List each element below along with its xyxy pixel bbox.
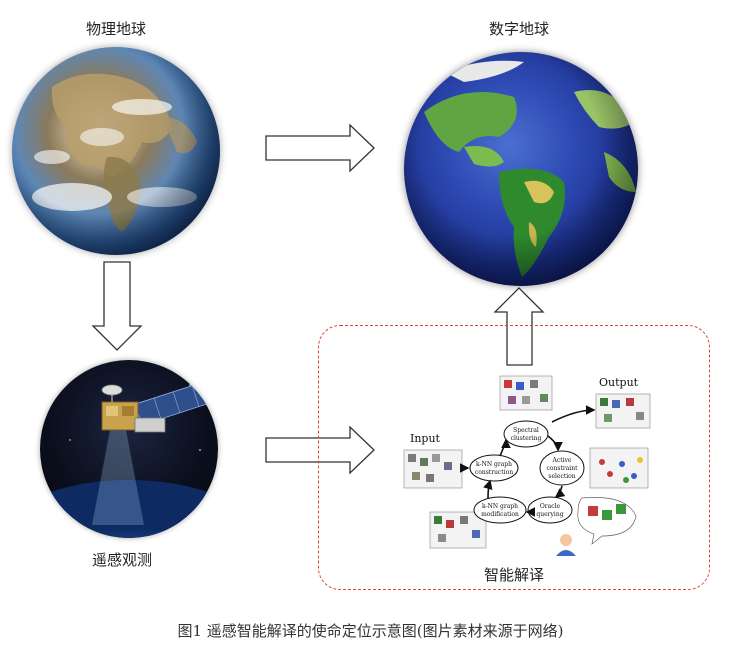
output-image-panel — [595, 393, 651, 429]
figure-caption: 图1 遥感智能解译的使命定位示意图(图片素材来源于网络) — [177, 622, 564, 640]
oracle-query-bubble — [556, 497, 637, 556]
top-image-panel — [499, 375, 553, 411]
label-intelligent-interpretation: 智能解译 — [484, 566, 545, 584]
label-digital-earth: 数字地球 — [489, 20, 550, 38]
node-knn-modification-line1: k-NN graph — [482, 503, 518, 510]
node-oracle-querying-line2: querying — [536, 511, 563, 518]
node-spectral-clustering-line2: clustering — [511, 435, 542, 442]
label-remote-sensing: 遥感观测 — [92, 551, 153, 569]
earth-clouds-art — [12, 47, 220, 255]
digital-earth-art — [404, 52, 638, 286]
intelligent-interpretation-frame — [318, 325, 710, 590]
node-active-selection-line1: Active — [552, 457, 572, 464]
bottom-left-image-panel — [429, 511, 487, 549]
workflow-output-label: Output — [599, 376, 639, 389]
physical-earth-image — [12, 47, 220, 255]
label-physical-earth: 物理地球 — [86, 20, 147, 38]
node-active-selection-line3: selection — [548, 473, 575, 480]
node-knn-construction-line2: construction — [475, 469, 513, 476]
workflow-input-label: Input — [410, 432, 441, 445]
digital-earth-image — [404, 52, 638, 286]
node-knn-modification — [473, 496, 527, 524]
node-knn-modification-line2: modification — [481, 511, 519, 518]
node-oracle-querying — [527, 496, 573, 524]
arrow-right-bottom — [265, 425, 375, 475]
arrow-up-right — [493, 287, 545, 366]
node-spectral-clustering — [503, 420, 549, 448]
right-scatter-panel — [589, 447, 649, 489]
arrow-down-left — [91, 261, 143, 351]
node-knn-construction-line1: k-NN graph — [476, 461, 512, 468]
interpretation-workflow-diagram: Input Output — [403, 375, 651, 556]
node-spectral-clustering-line1: Spectral — [513, 427, 539, 434]
satellite-art — [40, 378, 218, 538]
arrow-right-top — [265, 123, 375, 173]
node-active-selection-line2: constraint — [547, 465, 579, 472]
input-image-panel — [403, 449, 463, 489]
node-oracle-querying-line1: Oracle — [540, 503, 561, 510]
remote-sensing-satellite-image — [40, 360, 218, 538]
node-knn-construction — [469, 454, 519, 482]
